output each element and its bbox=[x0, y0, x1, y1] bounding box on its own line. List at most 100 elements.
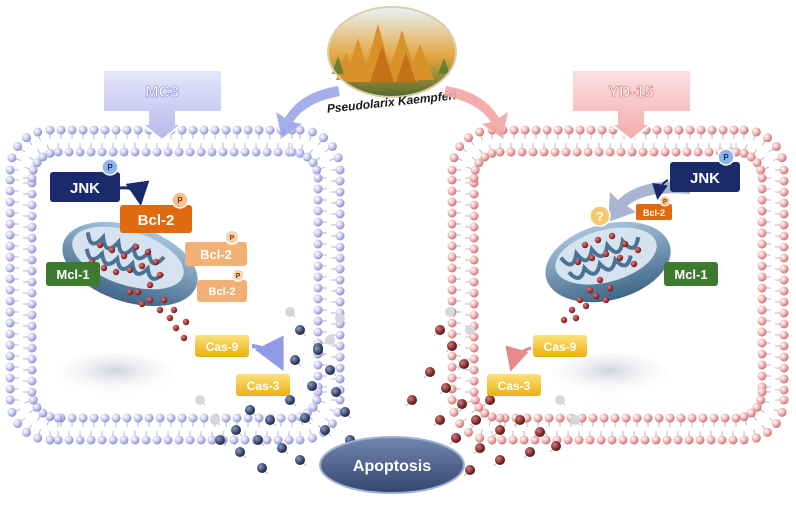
lipid-bead bbox=[302, 152, 312, 162]
dark-lipid-bead bbox=[325, 365, 335, 375]
lipid-bead bbox=[86, 147, 96, 157]
lipid-bead bbox=[463, 427, 473, 437]
svg-text:Cas-9: Cas-9 bbox=[206, 340, 239, 354]
left-cell-membrane bbox=[5, 125, 345, 445]
lipid-bead bbox=[5, 340, 15, 350]
lipid-bead bbox=[519, 435, 529, 445]
lipid-bead bbox=[475, 127, 485, 137]
cytochrome-dot bbox=[572, 314, 580, 322]
lipid-bead bbox=[308, 158, 318, 168]
red-lipid-bead bbox=[459, 359, 469, 369]
lipid-bead bbox=[27, 343, 37, 353]
svg-text:P: P bbox=[723, 153, 729, 162]
lipid-bead bbox=[469, 211, 479, 221]
lipid-bead bbox=[313, 239, 323, 249]
lipid-bead bbox=[572, 147, 582, 157]
lipid-bead bbox=[564, 125, 574, 135]
lipid-bead bbox=[287, 413, 297, 423]
lipid-bead bbox=[111, 413, 121, 423]
left-mcl1-box: Mcl-1 bbox=[46, 262, 100, 286]
svg-text:?: ? bbox=[596, 209, 604, 224]
lipid-bead bbox=[779, 220, 789, 230]
lipid-bead bbox=[333, 407, 343, 417]
lipid-bead bbox=[542, 125, 552, 135]
lipid-bead bbox=[447, 219, 457, 229]
lipid-bead bbox=[544, 413, 554, 423]
lipid-bead bbox=[779, 253, 789, 263]
cytochrome-dot bbox=[96, 241, 104, 249]
lipid-bead bbox=[469, 288, 479, 298]
lipid-bead bbox=[487, 148, 497, 158]
lipid-bead bbox=[709, 413, 719, 423]
lipid-bead bbox=[599, 413, 609, 423]
lipid-bead bbox=[243, 413, 253, 423]
svg-text:P: P bbox=[177, 196, 183, 205]
lipid-bead bbox=[757, 327, 767, 337]
lipid-bead bbox=[5, 241, 15, 251]
lipid-bead bbox=[335, 242, 345, 252]
lipid-bead bbox=[469, 387, 479, 397]
lipid-bead bbox=[447, 252, 457, 262]
cytochrome-dot bbox=[621, 240, 629, 248]
red-lipid-bead bbox=[495, 425, 505, 435]
right-jnk-box: JNK bbox=[670, 162, 740, 192]
lipid-bead bbox=[67, 125, 77, 135]
red-lipid-bead bbox=[457, 399, 467, 409]
lipid-bead bbox=[5, 274, 15, 284]
dark-lipid-bead bbox=[300, 413, 310, 423]
lipid-bead bbox=[333, 153, 343, 163]
red-lipid-bead bbox=[551, 441, 561, 451]
cytochrome-dot bbox=[172, 324, 180, 332]
lipid-bead bbox=[779, 297, 789, 307]
lipid-bead bbox=[207, 435, 217, 445]
svg-text:Mcl-1: Mcl-1 bbox=[56, 267, 89, 282]
lipid-bead bbox=[262, 147, 272, 157]
lipid-bead bbox=[295, 435, 305, 445]
lipid-bead bbox=[335, 341, 345, 351]
cytochrome-dot bbox=[616, 254, 624, 262]
lipid-bead bbox=[27, 288, 37, 298]
lipid-bead bbox=[64, 435, 74, 445]
lipid-bead bbox=[67, 413, 77, 423]
dark-lipid-bead bbox=[235, 447, 245, 457]
lipid-bead bbox=[5, 208, 15, 218]
lipid-bead bbox=[155, 413, 165, 423]
lipid-bead bbox=[684, 435, 694, 445]
lipid-bead bbox=[199, 125, 209, 135]
lipid-bead bbox=[757, 228, 767, 238]
lipid-bead bbox=[5, 395, 15, 405]
cytochrome-dot bbox=[156, 306, 164, 314]
red-lipid-bead bbox=[407, 395, 417, 405]
lipid-bead bbox=[27, 233, 37, 243]
dark-lipid-bead bbox=[295, 325, 305, 335]
svg-text:Bcl-2: Bcl-2 bbox=[138, 212, 175, 229]
lipid-bead bbox=[480, 152, 490, 162]
grey-lipid-bead bbox=[335, 313, 345, 323]
lipid-bead bbox=[5, 263, 15, 273]
red-lipid-bead bbox=[495, 455, 505, 465]
lipid-bead bbox=[28, 395, 38, 405]
lipid-bead bbox=[33, 433, 43, 443]
lipid-bead bbox=[335, 253, 345, 263]
lipid-bead bbox=[229, 147, 239, 157]
lipid-bead bbox=[27, 365, 37, 375]
red-lipid-bead bbox=[441, 383, 451, 393]
lipid-bead bbox=[27, 211, 37, 221]
right-jnk-phospho: P bbox=[717, 148, 735, 166]
lipid-bead bbox=[447, 208, 457, 218]
lipid-bead bbox=[533, 413, 543, 423]
lipid-bead bbox=[763, 133, 773, 143]
lipid-bead bbox=[497, 435, 507, 445]
lipid-bead bbox=[5, 252, 15, 262]
lipid-bead bbox=[469, 310, 479, 320]
lipid-bead bbox=[133, 413, 143, 423]
lipid-bead bbox=[508, 435, 518, 445]
lipid-bead bbox=[597, 125, 607, 135]
lipid-bead bbox=[676, 413, 686, 423]
right-cas3-box: Cas-3 bbox=[487, 374, 541, 396]
red-lipid-bead bbox=[447, 341, 457, 351]
cytochrome-dot bbox=[581, 241, 589, 249]
lipid-bead bbox=[7, 153, 17, 163]
lipid-bead bbox=[307, 127, 317, 137]
lipid-bead bbox=[586, 125, 596, 135]
